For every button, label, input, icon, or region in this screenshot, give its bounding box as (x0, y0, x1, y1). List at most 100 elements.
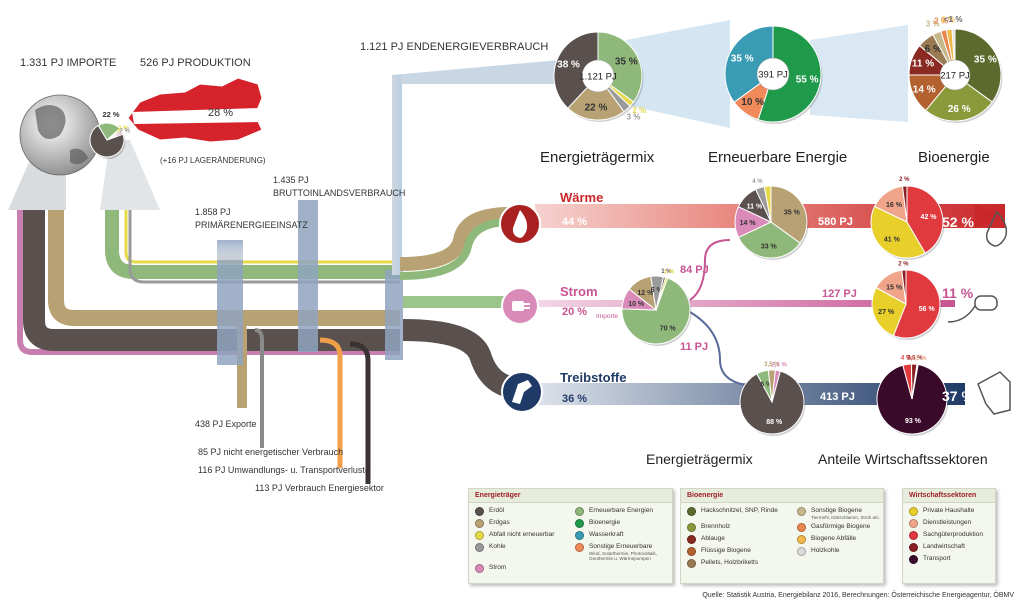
pie-energietraegermix-label-3: 22 % (585, 103, 608, 114)
pie-imports-label-2: 2 % (118, 126, 129, 132)
legend-bioenergie-item-holzkohle: Holzkohle (797, 547, 889, 556)
pie-bioenergie-center: 217 PJ (940, 71, 970, 82)
pie-energietraegermix-label-0: 35 % (615, 57, 638, 68)
pie-waerme_sektor: 42 %41 %16 %2 % (870, 177, 945, 260)
pie-imports-label-0: 72 % (90, 161, 107, 170)
funnel-energietraeger-erneuerbar (626, 20, 730, 128)
strom-pj: 127 PJ (822, 288, 857, 300)
legend-bioenergie-item-pellets: Pellets, Holzbriketts (687, 559, 787, 568)
legend-wirtschaftssektoren-item-sachgueter: Sachgüterproduktion (909, 531, 989, 540)
legend-energietraeger-label-erneuerbar: Erneuerbare Energien (589, 507, 653, 514)
pie-treib_mix-label-1: 6 % (760, 382, 773, 389)
flow-kohle (128, 210, 400, 284)
legend-energietraeger-label-abfall: Abfall nicht erneuerbar (489, 531, 555, 538)
pie-erneuerbare-slice-0 (757, 25, 822, 123)
pie-strom_sektor-label-1: 27 % (878, 309, 895, 316)
legend-energietraeger-swatch-wasserkraft (575, 531, 584, 540)
pie-strom_sektor-label-0: 56 % (919, 306, 936, 313)
legend-energietraeger-swatch-kohle (475, 543, 484, 552)
pie-treib_sektor-label-2: 2,5 % (907, 355, 923, 361)
legend-energietraeger-label-erdoel: Erdöl (489, 507, 505, 514)
pie-erneuerbare-slice-2 (724, 25, 774, 103)
pie-waerme_mix-label-4: 4 % (752, 179, 763, 185)
legend-bioenergie-item-hackschnitzel: Hackschnitzel, SNP, Rinde (687, 507, 787, 520)
flow-nicht-energetisch (254, 328, 264, 448)
umwandlung-label: 116 PJ Umwandlungs- u. Transportverluste (198, 465, 370, 475)
legend-wirtschaftssektoren-label-sachgueter: Sachgüterproduktion (923, 531, 983, 538)
plug-end-icon (947, 295, 998, 323)
branch-strom-waerme (689, 239, 731, 301)
pie-bioenergie-label-6: 2 % (934, 17, 948, 26)
pie-waerme_sektor-label-3: 2 % (899, 177, 910, 183)
austria-map (127, 77, 263, 143)
pie-waerme_sektor-label-2: 16 % (886, 202, 903, 209)
nozzle-end-icon (977, 371, 1011, 415)
pie-energietraegermix-label-4: 38 % (557, 59, 580, 70)
flow-erneuerbar (105, 210, 400, 279)
waerme-final: 52 % (942, 214, 974, 230)
treibstoffe-icon (501, 371, 543, 413)
legend-wirtschaftssektoren-label-haushalte: Private Haushalte (923, 507, 975, 514)
pie-erneuerbare-label-0: 55 % (796, 74, 819, 85)
legend-energietraeger-sub-sonstige: Wind, Solarthermie, Photovoltaik, Geothe… (589, 551, 657, 561)
strom-import-label: Importe (596, 313, 618, 320)
production-label: 526 PJ PRODUKTION (140, 57, 251, 69)
pie-imports-label-1: 22 % (102, 110, 119, 119)
pie-strom_sektor-label-3: 2 % (898, 262, 909, 268)
column-endenergie (385, 270, 403, 360)
pie-bioenergie: 35 %26 %14 %11 %6 %3 %2 %2 %<1 %217 PJ (908, 15, 1003, 123)
pie-strom_mix-label-4: 1 % (661, 269, 672, 275)
pie-bioenergie-label-8: <1 % (944, 15, 962, 24)
legend-wirtschaftssektoren-item-dienstleistungen: Dienstleistungen (909, 519, 989, 528)
pie-strom_mix-slice-5 (655, 276, 669, 311)
waerme-share: 44 % (562, 216, 587, 228)
legend-wirtschaftssektoren-swatch-landwirtschaft (909, 543, 918, 552)
legend-energietraeger-label-bioenergie: Bioenergie (589, 519, 621, 526)
legend-energietraeger-item-strom: Strom (475, 564, 565, 573)
pie-waerme_sektor-slice-3 (901, 185, 908, 223)
pie-waerme_mix-slice-5 (763, 185, 772, 223)
energiesektor-label: 113 PJ Verbrauch Energiesektor (255, 483, 384, 493)
legend-energietraeger-item-kohle: Kohle (475, 543, 565, 561)
legend-energietraeger-swatch-erdoel (475, 507, 484, 516)
legend-energietraeger-item-wasserkraft: Wasserkraft (575, 531, 675, 540)
legend-energietraeger-swatch-sonstige (575, 543, 584, 552)
pie-strom_sektor-slice-0 (892, 269, 941, 339)
flow-to-waerme-a (399, 207, 530, 271)
pie-waerme_sektor-slice-0 (906, 185, 944, 254)
strom-icon (501, 287, 539, 325)
flow-abfall (124, 210, 400, 264)
pie-treib_mix-slice-3 (771, 369, 781, 403)
energietraegermix-title: Energieträgermix (540, 149, 655, 166)
legend-energietraeger-label-kohle: Kohle (489, 543, 506, 550)
pie-bioenergie-slice-1 (924, 74, 993, 122)
pie-energietraegermix-label-1: 2 % (632, 106, 646, 115)
pie-erneuerbare: 55 %10 %35 %391 PJ (724, 25, 823, 124)
legend-wirtschaftssektoren-label-transport: Transport (923, 555, 951, 562)
legend-bioenergie-swatch-ablauge (687, 535, 696, 544)
pie-waerme_mix: 35 %33 %14 %11 %4 % (734, 179, 809, 260)
pie-imports: 72 %22 %2 %2 % (89, 110, 131, 170)
pie-treib_sektor-label-0: 93 % (905, 418, 922, 425)
pie-erneuerbare-label-1: 10 % (741, 97, 764, 108)
energietraegermix-bottom-title: Energieträgermix (646, 451, 753, 467)
legend-bioenergie-label-pellets: Pellets, Holzbriketts (701, 559, 759, 566)
pie-energietraegermix-slice-3 (567, 75, 625, 121)
pie-treib_sektor-slice-0 (876, 363, 948, 435)
flow-energiesektor (349, 341, 371, 484)
legend-energietraeger-swatch-strom (475, 564, 484, 573)
pie-treib_mix-label-2: 3,5 % (764, 362, 780, 368)
flow-umwandlung (319, 337, 343, 468)
pie-imports-label-3: 2 % (120, 128, 131, 134)
lager-label: (+16 PJ LAGERÄNDERUNG) (160, 156, 266, 165)
pie-treib_sektor-slice-3 (911, 363, 919, 400)
legend-bioenergie-item-ablauge: Ablauge (687, 535, 787, 544)
legend-bioenergie-label-ablauge: Ablauge (701, 535, 725, 542)
legend-bioenergie-label-abfaelle_bio: Biogene Abfälle (811, 535, 857, 542)
legend-energietraeger-item-bioenergie: Bioenergie (575, 519, 675, 528)
